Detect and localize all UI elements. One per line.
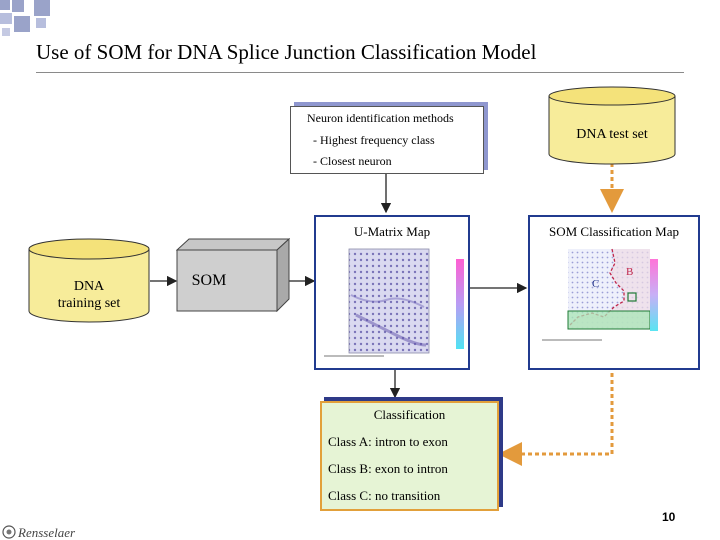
dna-training-set-cylinder: DNA training set — [28, 238, 150, 324]
logo-text: Rensselaer — [17, 525, 76, 540]
umatrix-panel: U-Matrix Map — [314, 215, 470, 370]
classification-heading: Classification — [373, 407, 446, 422]
neuron-identification-box: Neuron identification methods - Highest … — [290, 106, 484, 174]
classification-map-panel: SOM Classification Map B C — [528, 215, 700, 370]
dna-training-label-line1: DNA — [73, 279, 105, 294]
som-cube-shape — [176, 238, 290, 312]
rensselaer-logo: Rensselaer — [2, 525, 76, 540]
classification-item: Class A: intron to exon — [328, 434, 448, 449]
som-box: SOM — [176, 238, 290, 312]
dna-training-label-line2: training set — [57, 296, 121, 311]
dna-test-set-label: DNA test set — [576, 127, 648, 142]
umatrix-title: U-Matrix Map — [353, 224, 431, 239]
title-divider — [36, 72, 684, 73]
cylinder-shape — [548, 86, 676, 165]
dna-test-set-cylinder: DNA test set — [548, 86, 676, 166]
classification-map-image: B C — [542, 248, 658, 341]
classification-box: Classification Class A: intron to exon C… — [320, 401, 499, 511]
classification-item: Class C: no transition — [328, 488, 441, 503]
region-label-b: B — [626, 266, 633, 278]
cylinder-shape — [28, 238, 150, 323]
neuron-box-heading: Neuron identification methods — [307, 111, 454, 125]
page-number: 10 — [662, 510, 676, 524]
neuron-method-item: - Highest frequency class — [313, 133, 435, 147]
classification-map-title: SOM Classification Map — [549, 224, 679, 239]
som-label: SOM — [191, 272, 227, 289]
dashed-arrow-classmap-to-classification — [498, 366, 614, 466]
region-label-c: C — [592, 278, 599, 290]
neuron-method-item: - Closest neuron — [313, 154, 392, 168]
umatrix-image — [324, 248, 464, 357]
classification-item: Class B: exon to intron — [328, 461, 448, 476]
slide-title: Use of SOM for DNA Splice Junction Class… — [36, 40, 537, 64]
